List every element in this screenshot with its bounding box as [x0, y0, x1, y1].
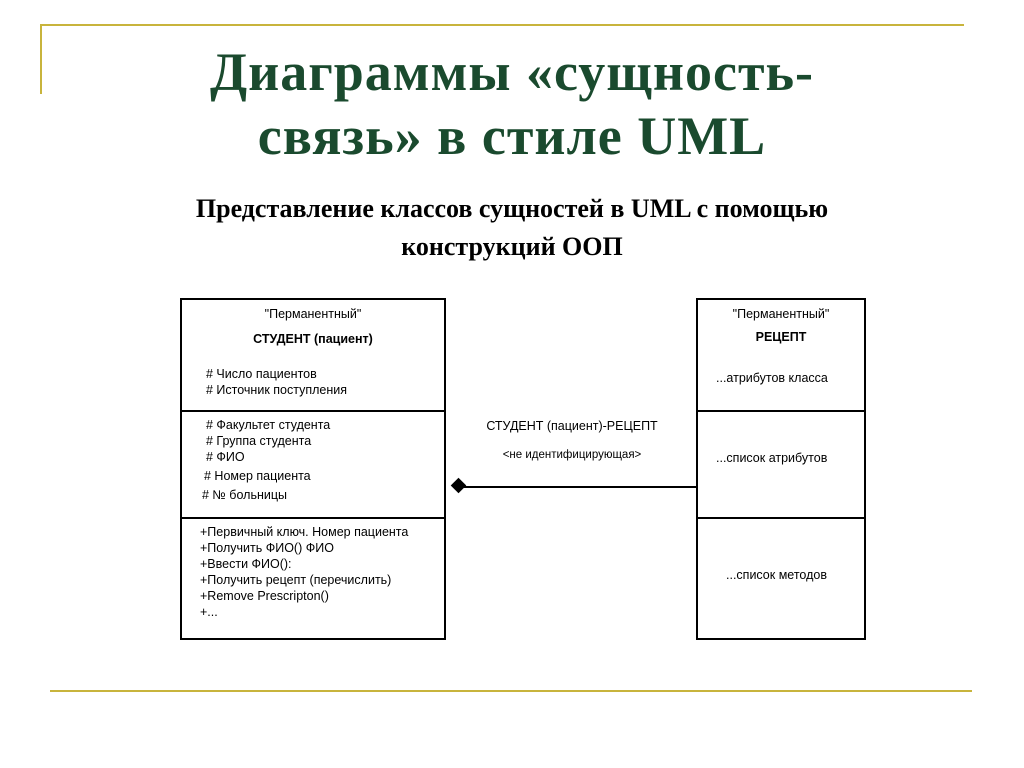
- title-line-1: Диаграммы «сущность-: [209, 42, 815, 102]
- prescription-class-attr-note: ...атрибутов класса: [716, 371, 828, 385]
- student-attr-4: # Номер пациента: [204, 469, 311, 483]
- title-line-2: связь» в стиле UML: [257, 106, 767, 166]
- student-attr-1: # Факультет студента: [206, 418, 331, 432]
- prescription-methods-note: ...список методов: [726, 568, 827, 582]
- student-attributes-section: # Факультет студента # Группа студента #…: [182, 410, 444, 519]
- prescription-header-section: "Перманентный" РЕЦЕПТ ...атрибутов класс…: [698, 300, 864, 412]
- student-class-attr-2: # Источник поступления: [206, 383, 348, 397]
- prescription-methods-section: ...список методов: [698, 517, 864, 638]
- student-header-section: "Перманентный" СТУДЕНТ (пациент) # Число…: [182, 300, 444, 412]
- slide-title: Диаграммы «сущность- связь» в стиле UML: [60, 40, 964, 168]
- association-stereotype: <не идентифицирующая>: [502, 449, 642, 461]
- student-class-attr-1: # Число пациентов: [206, 367, 317, 381]
- student-attr-3: # ФИО: [206, 450, 245, 464]
- filled-diamond-icon: [450, 477, 467, 494]
- student-attr-5: # № больницы: [202, 488, 287, 502]
- student-stereotype: "Перманентный": [264, 307, 362, 321]
- student-attr-2: # Группа студента: [206, 434, 312, 448]
- prescription-attr-note: ...список атрибутов: [716, 451, 828, 465]
- association-line: [462, 486, 698, 488]
- association-name: СТУДЕНТ (пациент)-РЕЦЕПТ: [486, 419, 658, 433]
- student-class-name: СТУДЕНТ (пациент): [253, 332, 373, 346]
- prescription-class-name: РЕЦЕПТ: [755, 330, 807, 344]
- subtitle-line-2: конструкций ООП: [401, 232, 623, 261]
- student-method-4: +Получить рецепт (перечислить): [200, 573, 392, 587]
- student-method-3: +Ввести ФИО():: [200, 557, 292, 571]
- student-method-2: +Получить ФИО() ФИО: [200, 541, 334, 555]
- class-box-prescription: "Перманентный" РЕЦЕПТ ...атрибутов класс…: [696, 298, 866, 640]
- class-box-student: "Перманентный" СТУДЕНТ (пациент) # Число…: [180, 298, 446, 640]
- decor-line-bottom: [50, 690, 972, 692]
- slide-subtitle: Представление классов сущностей в UML с …: [60, 190, 964, 266]
- decor-line-top: [40, 24, 964, 26]
- student-method-5: +Remove Prescripton(): [200, 589, 329, 603]
- student-method-6: +...: [200, 605, 218, 619]
- student-methods-section: +Первичный ключ. Номер пациента +Получит…: [182, 517, 444, 638]
- prescription-attributes-section: ...список атрибутов: [698, 410, 864, 519]
- prescription-stereotype: "Перманентный": [732, 307, 830, 321]
- student-method-1: +Первичный ключ. Номер пациента: [200, 525, 409, 539]
- decor-line-left: [40, 24, 42, 94]
- subtitle-line-1: Представление классов сущностей в UML с …: [195, 194, 829, 223]
